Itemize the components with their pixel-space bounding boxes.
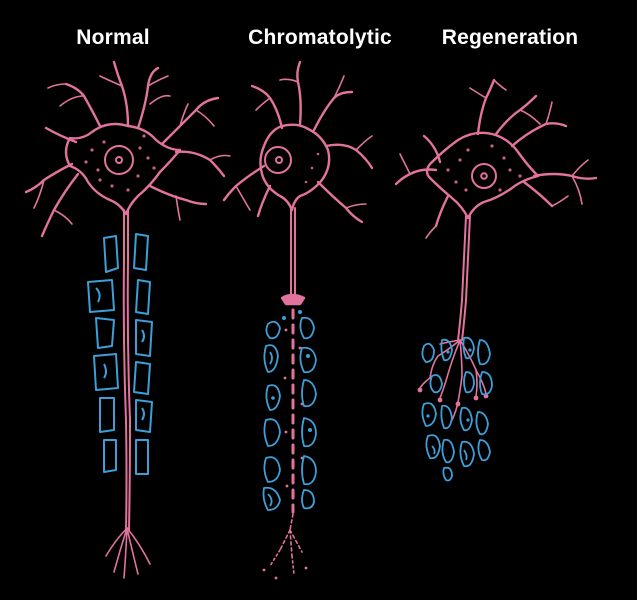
title-normal: Normal bbox=[76, 26, 150, 49]
chromatolytic-axon-debris bbox=[283, 328, 304, 488]
normal-schwann-cells bbox=[87, 233, 153, 475]
title-chromatolytic: Chromatolytic bbox=[248, 26, 392, 49]
normal-axon bbox=[122, 209, 128, 531]
regeneration-schwann-cells bbox=[421, 336, 493, 482]
normal-axon-edge bbox=[126, 209, 132, 531]
chromatolytic-axon-stump bbox=[280, 293, 306, 306]
regeneration-axon bbox=[457, 215, 467, 341]
chromatolytic-nucleus bbox=[264, 146, 292, 174]
chromatolytic-schwann-cells bbox=[262, 310, 317, 511]
normal-soma bbox=[64, 122, 182, 216]
chromatolytic-soma bbox=[259, 123, 331, 212]
regeneration-nucleus bbox=[471, 163, 497, 189]
neuron-normal bbox=[24, 60, 231, 579]
regeneration-axon-sprouts bbox=[417, 339, 489, 421]
regeneration-axon-edge bbox=[461, 215, 471, 341]
normal-dendrites bbox=[24, 60, 231, 238]
normal-axon-terminals bbox=[105, 527, 151, 579]
neuron-chromatolytic bbox=[222, 60, 374, 580]
regeneration-nissl-bodies bbox=[446, 144, 522, 192]
regeneration-dendrites bbox=[394, 78, 598, 239]
regeneration-soma bbox=[425, 131, 540, 220]
normal-nissl-bodies bbox=[84, 134, 156, 192]
chromatolytic-nissl-remnants bbox=[304, 152, 320, 184]
regeneration-nucleolus bbox=[480, 172, 488, 180]
normal-nucleus bbox=[104, 145, 134, 175]
chromatolytic-dendrites bbox=[222, 60, 374, 224]
normal-nucleolus bbox=[115, 156, 123, 164]
title-regeneration: Regeneration bbox=[441, 26, 579, 49]
neuron-regeneration bbox=[394, 78, 598, 482]
chromatolytic-nucleolus bbox=[275, 156, 283, 164]
chromatolytic-terminal-debris bbox=[262, 513, 308, 580]
